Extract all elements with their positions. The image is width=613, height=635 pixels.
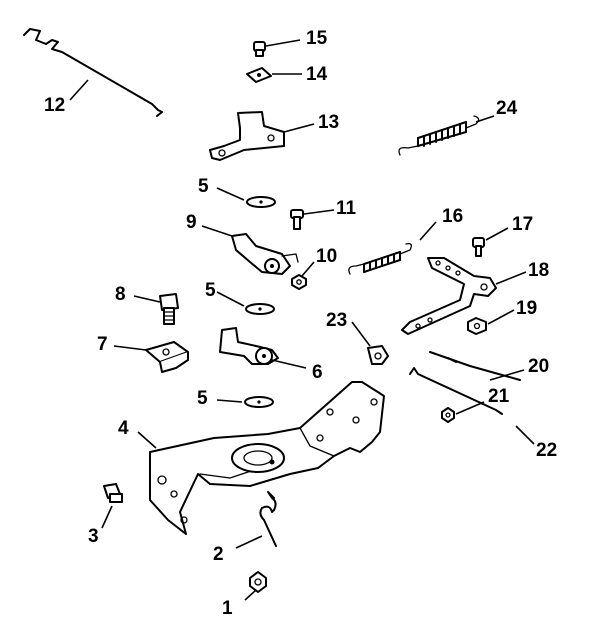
callout-19: 19 bbox=[516, 298, 537, 319]
callout-15: 15 bbox=[306, 28, 328, 49]
leader-5a bbox=[216, 187, 245, 201]
leader-12 bbox=[69, 79, 89, 101]
part-15-screw bbox=[253, 41, 266, 57]
leader-22 bbox=[515, 425, 535, 445]
leader-9 bbox=[201, 225, 233, 237]
callout-17: 17 bbox=[512, 214, 533, 235]
leader-7 bbox=[113, 345, 147, 351]
part-3-screw bbox=[103, 483, 123, 503]
callout-21: 21 bbox=[488, 386, 510, 407]
leader-18 bbox=[495, 271, 527, 285]
callout-2: 2 bbox=[213, 544, 224, 565]
callout-7: 7 bbox=[97, 334, 108, 355]
part-5-washer-middle bbox=[245, 303, 275, 315]
part-13-bracket bbox=[209, 111, 285, 161]
part-11-screw bbox=[290, 209, 304, 230]
leader-2 bbox=[235, 535, 263, 549]
leader-5b bbox=[216, 291, 245, 307]
callout-5-middle: 5 bbox=[205, 280, 216, 301]
leader-19 bbox=[487, 309, 515, 325]
part-16-spring bbox=[348, 242, 412, 275]
leader-20 bbox=[489, 369, 525, 381]
callout-3: 3 bbox=[88, 526, 99, 547]
part-5-washer-top bbox=[246, 196, 276, 208]
callout-5-top: 5 bbox=[198, 176, 209, 197]
part-8-screw bbox=[159, 293, 179, 325]
part-10-nut bbox=[291, 274, 307, 290]
callout-8: 8 bbox=[115, 284, 126, 305]
callout-12: 12 bbox=[44, 95, 65, 116]
leader-1 bbox=[244, 589, 257, 601]
callout-4: 4 bbox=[118, 418, 129, 439]
leader-3 bbox=[101, 505, 113, 529]
leader-13 bbox=[283, 123, 315, 133]
leader-11 bbox=[303, 209, 335, 215]
callout-11: 11 bbox=[336, 198, 357, 219]
leader-23 bbox=[351, 321, 371, 347]
callout-5-bottom: 5 bbox=[197, 388, 208, 409]
leader-8 bbox=[133, 295, 161, 303]
leader-17 bbox=[485, 227, 509, 241]
part-19-nut bbox=[467, 317, 487, 335]
leader-lines bbox=[69, 39, 535, 601]
part-18-control-lever bbox=[401, 257, 497, 335]
callout-23: 23 bbox=[326, 310, 347, 331]
part-17-screw bbox=[472, 237, 485, 257]
leader-24 bbox=[475, 115, 495, 123]
callout-24: 24 bbox=[496, 98, 518, 119]
part-24-spring bbox=[398, 115, 480, 156]
part-12-link-rod bbox=[23, 28, 163, 117]
callout-9: 9 bbox=[186, 212, 197, 233]
part-22-rod bbox=[409, 367, 503, 415]
leader-4 bbox=[137, 431, 157, 449]
part-4-main-bracket bbox=[149, 381, 385, 535]
leader-15 bbox=[265, 39, 301, 47]
part-23-clip bbox=[367, 345, 389, 365]
callout-10: 10 bbox=[316, 246, 337, 267]
callout-16: 16 bbox=[442, 206, 463, 227]
callout-13: 13 bbox=[318, 112, 339, 133]
callout-14: 14 bbox=[306, 64, 328, 85]
leader-10 bbox=[301, 261, 315, 277]
part-6-lever bbox=[219, 327, 279, 365]
callout-20: 20 bbox=[528, 356, 549, 377]
part-7-nut-plate bbox=[145, 341, 189, 373]
part-5-washer-bottom bbox=[244, 396, 274, 408]
callout-18: 18 bbox=[528, 260, 549, 281]
leader-5c bbox=[216, 399, 243, 403]
part-21-nut bbox=[441, 407, 455, 423]
part-2-spring bbox=[259, 491, 277, 547]
leader-6 bbox=[271, 359, 307, 369]
callout-22: 22 bbox=[536, 440, 557, 461]
callout-6: 6 bbox=[312, 362, 323, 383]
leader-21 bbox=[455, 401, 485, 415]
part-9-lever bbox=[231, 233, 299, 275]
callout-1: 1 bbox=[222, 598, 233, 619]
leader-16 bbox=[419, 221, 437, 241]
callout-numbers: 1 2 3 4 5 5 5 6 7 8 9 10 11 12 13 14 15 … bbox=[44, 28, 557, 619]
part-14-plate bbox=[246, 67, 272, 83]
part-1-nut bbox=[249, 571, 267, 593]
